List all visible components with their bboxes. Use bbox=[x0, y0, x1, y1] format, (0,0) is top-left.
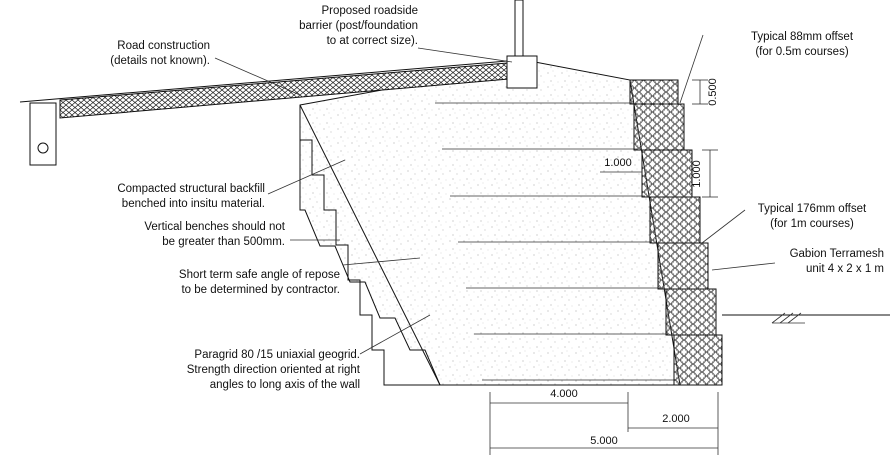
label-barrier: Proposed roadside barrier (post/foundati… bbox=[299, 5, 418, 47]
svg-text:Gabion Terramesh: Gabion Terramesh bbox=[790, 248, 884, 260]
label-gabion: Gabion Terramesh unit 4 x 2 x 1 m bbox=[790, 248, 884, 275]
label-road-construction: Road construction (details not known). bbox=[110, 40, 210, 67]
svg-text:to at correct size).: to at correct size). bbox=[327, 35, 418, 47]
svg-text:Proposed roadside: Proposed roadside bbox=[321, 5, 418, 17]
svg-text:(details not known).: (details not known). bbox=[110, 55, 210, 67]
svg-text:Compacted structural backfill: Compacted structural backfill bbox=[117, 183, 265, 195]
geogrid-layers bbox=[435, 102, 676, 381]
gabion-wall bbox=[629, 79, 723, 386]
svg-text:Strength direction oriented at: Strength direction oriented at right bbox=[187, 364, 361, 376]
road-surface bbox=[19, 59, 521, 103]
svg-text:Paragrid 80 /15 uniaxial geogr: Paragrid 80 /15 uniaxial geogrid. bbox=[194, 349, 360, 361]
post-bolt bbox=[37, 142, 49, 154]
dim-step: 1.000 bbox=[604, 157, 632, 169]
dimension-lines bbox=[489, 79, 719, 455]
svg-text:barrier (post/foundation: barrier (post/foundation bbox=[299, 20, 418, 32]
dim-gabion-len: 2.000 bbox=[662, 413, 690, 425]
svg-text:to be determined by contractor: to be determined by contractor. bbox=[181, 284, 340, 296]
svg-text:benched into insitu material.: benched into insitu material. bbox=[122, 198, 265, 210]
existing-post bbox=[29, 102, 57, 166]
label-geogrid: Paragrid 80 /15 uniaxial geogrid. Streng… bbox=[187, 349, 361, 391]
svg-text:Short term safe angle of repos: Short term safe angle of repose bbox=[179, 269, 340, 281]
label-benches: Vertical benches should not be greater t… bbox=[144, 221, 285, 248]
svg-text:Typical 88mm offset: Typical 88mm offset bbox=[751, 31, 854, 43]
repose-line bbox=[299, 104, 441, 386]
ground-hatch bbox=[771, 312, 805, 324]
svg-text:Vertical benches should not: Vertical benches should not bbox=[144, 221, 285, 233]
svg-text:be greater than 500mm.: be greater than 500mm. bbox=[162, 236, 285, 248]
label-repose: Short term safe angle of repose to be de… bbox=[179, 269, 340, 296]
svg-text:unit 4 x 2 x 1 m: unit 4 x 2 x 1 m bbox=[806, 263, 884, 275]
backfill-zone bbox=[299, 61, 681, 386]
leader-lines bbox=[214, 34, 776, 355]
svg-text:(for 0.5m courses): (for 0.5m courses) bbox=[755, 46, 848, 58]
svg-text:(for 1m courses): (for 1m courses) bbox=[770, 218, 854, 230]
label-offset-176: Typical 176mm offset (for 1m courses) bbox=[758, 203, 867, 230]
svg-text:Road construction: Road construction bbox=[117, 40, 210, 52]
dim-geogrid-len: 4.000 bbox=[550, 388, 578, 400]
dim-total-len: 5.000 bbox=[590, 435, 618, 447]
dim-course-half: 0.500 bbox=[707, 78, 719, 106]
dim-course-full: 1.000 bbox=[691, 160, 703, 188]
label-backfill: Compacted structural backfill benched in… bbox=[117, 183, 265, 210]
svg-text:angles to long axis of the wal: angles to long axis of the wall bbox=[210, 379, 360, 391]
barrier-foundation bbox=[506, 55, 538, 89]
proposed-barrier-post bbox=[514, 0, 524, 59]
svg-text:Typical 176mm offset: Typical 176mm offset bbox=[758, 203, 867, 215]
excavation-benches bbox=[299, 105, 440, 386]
label-offset-88: Typical 88mm offset (for 0.5m courses) bbox=[751, 31, 854, 58]
